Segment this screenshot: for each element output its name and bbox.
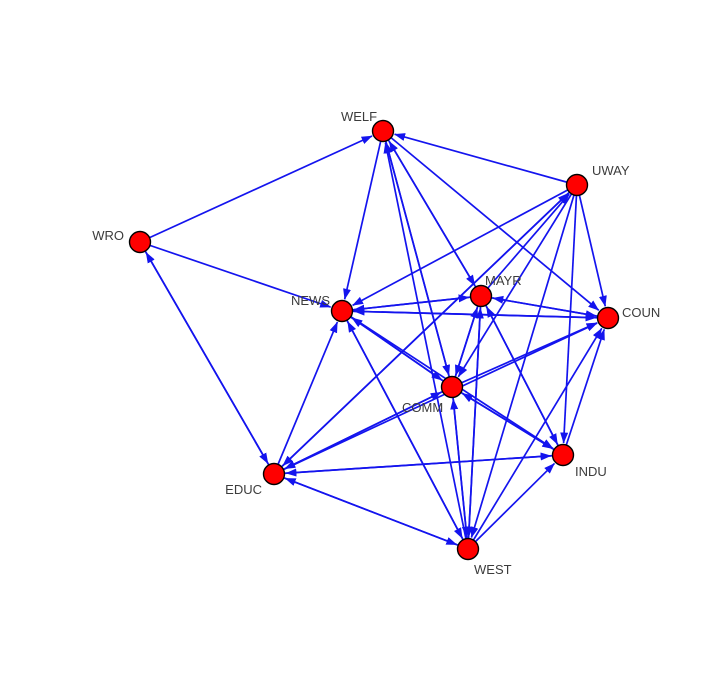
edge-comm-to-mayr <box>451 306 479 388</box>
edge-west-to-coun <box>467 327 603 550</box>
edge-welf-to-news <box>343 130 384 300</box>
edge-uway-to-west <box>470 184 578 538</box>
node-mayr <box>469 284 493 308</box>
edge-educ-to-wro <box>145 251 275 475</box>
node-label-indu: INDU <box>575 464 607 479</box>
edge-indu-to-comm <box>461 392 564 456</box>
edge-west-to-news <box>346 321 469 550</box>
nodes-layer <box>128 119 620 561</box>
edge-comm-to-coun <box>451 322 598 388</box>
edge-west-to-welf <box>383 142 469 550</box>
node-label-welf: WELF <box>341 109 377 124</box>
node-west <box>456 537 480 561</box>
node-label-uway: UWAY <box>592 163 630 178</box>
node-indu <box>551 443 575 467</box>
node-coun <box>596 306 620 330</box>
edge-comm-to-educ <box>284 386 453 470</box>
edge-uway-to-educ <box>282 184 578 467</box>
edge-uway-to-indu <box>560 184 578 444</box>
node-label-wro: WRO <box>92 228 124 243</box>
node-label-coun: COUN <box>622 305 660 320</box>
edge-comm-to-news <box>351 317 453 388</box>
edge-indu-to-educ <box>285 454 564 477</box>
edge-mayr-to-welf <box>388 140 482 297</box>
node-uway <box>565 173 589 197</box>
node-comm <box>440 375 464 399</box>
edge-mayr-to-uway <box>480 193 570 297</box>
node-wro <box>128 230 152 254</box>
edge-wro-to-welf <box>139 135 373 243</box>
edge-news-to-mayr <box>341 294 470 312</box>
edge-uway-to-coun <box>576 184 607 307</box>
edge-indu-to-coun <box>562 328 606 456</box>
edge-west-to-comm <box>450 398 469 550</box>
node-news <box>330 299 354 323</box>
edge-uway-to-welf <box>394 133 578 186</box>
node-label-educ: EDUC <box>225 482 262 497</box>
labels-layer: WELF UWAY WRO NEWS MAYR COUN COMM INDU EDUC WEST <box>92 109 660 577</box>
edge-uway-to-news <box>352 184 578 307</box>
edge-welf-to-coun <box>382 130 600 311</box>
node-label-mayr: MAYR <box>485 273 522 288</box>
node-label-west: WEST <box>474 562 512 577</box>
edges-layer <box>139 130 609 550</box>
edge-indu-to-mayr <box>485 306 564 456</box>
node-educ <box>262 462 286 486</box>
edge-west-to-mayr <box>467 307 484 550</box>
node-label-comm: COMM <box>402 400 443 415</box>
edge-coun-to-mayr <box>492 295 609 319</box>
edge-educ-to-news <box>273 321 339 475</box>
edge-west-to-indu <box>467 462 556 550</box>
edge-comm-to-welf <box>384 142 453 388</box>
node-label-news: NEWS <box>291 293 330 308</box>
node-welf <box>371 119 395 143</box>
edge-west-to-educ <box>284 477 469 550</box>
edge-educ-to-coun <box>273 322 598 475</box>
edge-wro-to-news <box>139 241 332 308</box>
